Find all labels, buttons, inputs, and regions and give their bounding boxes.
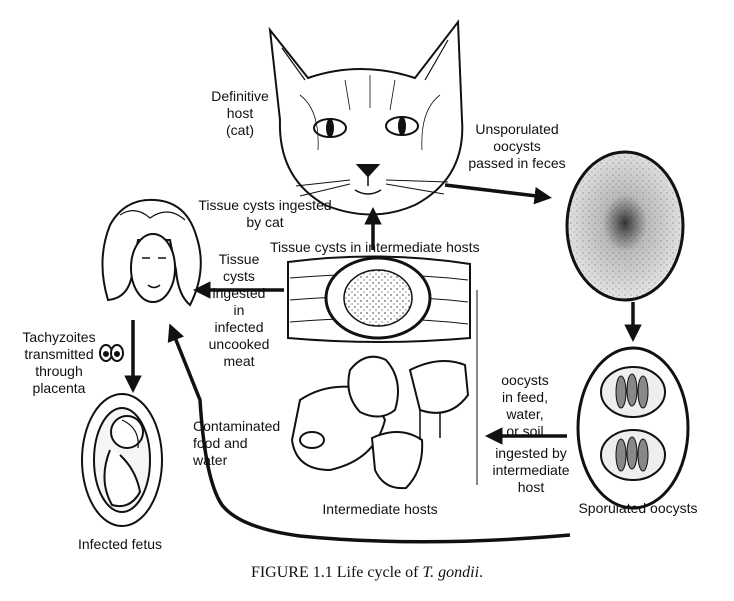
- label-tachyzoites: Tachyzoites transmitted through placenta: [22, 329, 96, 396]
- caption-species: T. gondii: [422, 564, 480, 581]
- label-intermediate-hosts: Intermediate hosts: [322, 501, 438, 517]
- label-unsporulated-oocysts: Unsporulated oocysts passed in feces: [468, 121, 566, 171]
- arrow-oocyst-to-woman: [167, 323, 571, 544]
- caption-suffix: .: [479, 564, 484, 581]
- label-infected-fetus: Infected fetus: [77, 536, 163, 552]
- label-tissue-cysts-ingested-by-cat: Tissue cysts ingested by cat: [198, 197, 332, 230]
- woman-illustration: [101, 198, 202, 307]
- figure-caption: FIGURE 1.1 Life cycle of T. gondii.: [0, 564, 734, 582]
- cat-illustration: [268, 19, 464, 216]
- label-ingested-by-intermediate-host: ingested by intermediate host: [492, 445, 570, 495]
- sporulated-oocyst: [576, 346, 690, 510]
- label-oocysts-in-feed: oocysts in feed, water, or soil: [501, 372, 549, 439]
- label-tissue-cysts-uncooked-meat: Tissue cysts ingested in infected uncook…: [208, 251, 270, 369]
- label-sporulated-oocysts: Sporulated oocysts: [578, 500, 698, 516]
- label-contaminated-food-water: Contaminated food and water: [193, 418, 281, 468]
- arrows: [124, 183, 642, 544]
- label-tissue-cysts-intermediate-hosts: Tissue cysts in intermediate hosts: [270, 239, 480, 255]
- caption-prefix: FIGURE 1.1 Life cycle of: [250, 564, 423, 581]
- arrow-cat-to-oocyst: [444, 183, 552, 205]
- label-definitive-host: Definitive host (cat): [211, 88, 269, 138]
- intermediate-hosts-illustration: [290, 355, 470, 490]
- muscle-tissue-cyst: [287, 255, 471, 343]
- fetus-illustration: [81, 393, 163, 527]
- tachyzoite-icon: [99, 344, 124, 362]
